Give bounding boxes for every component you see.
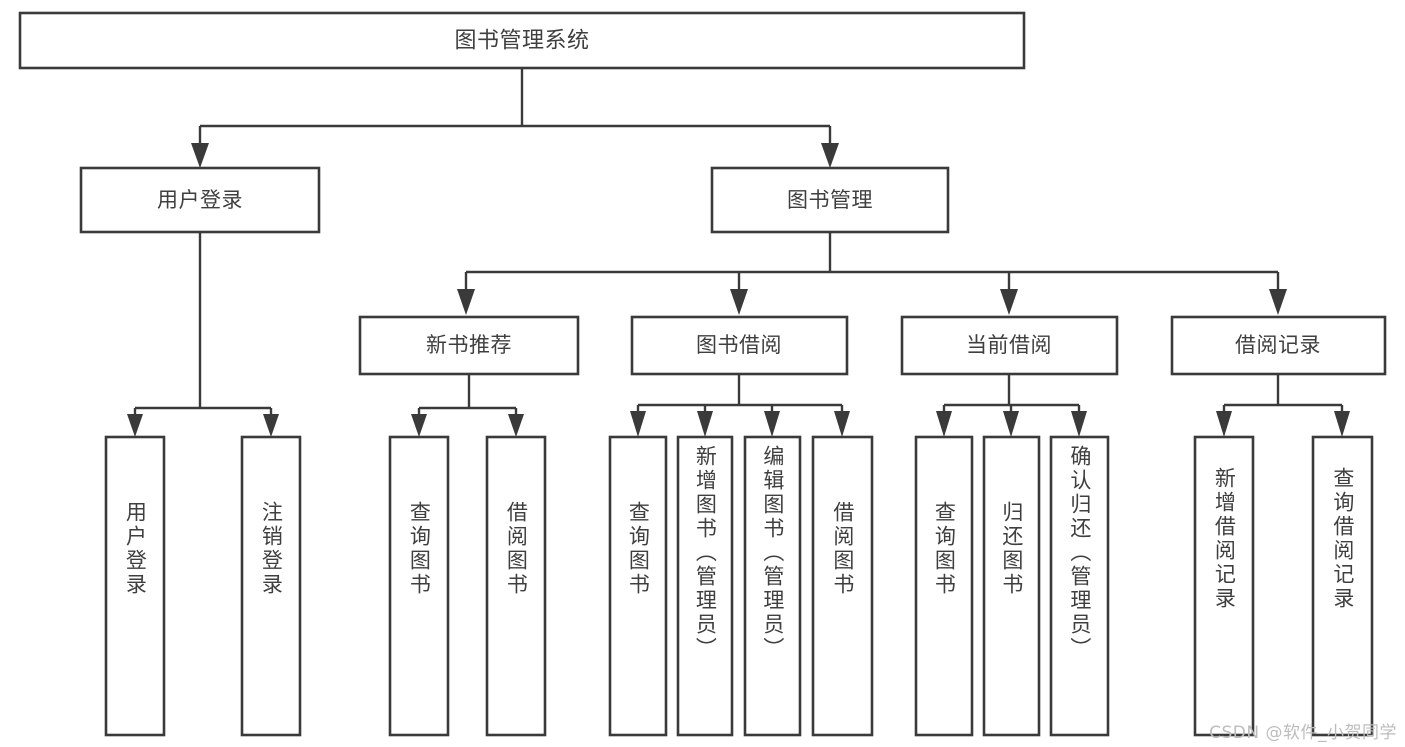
arrow-book-mgmt-to-new-book: [457, 289, 475, 315]
node-root[interactable]: 图书管理系统: [18, 11, 1026, 70]
node-book-borrow-box[interactable]: [630, 315, 849, 376]
node-new-book-recommend-label: 新书推荐: [426, 333, 512, 357]
connector-group-new-book: [411, 374, 524, 437]
node-root-label: 图书管理系统: [454, 29, 589, 54]
connector-group-book-mgmt: [457, 232, 1287, 315]
node-new-book-recommend-box[interactable]: [358, 315, 580, 376]
connector-group-borrow-record: [1216, 374, 1350, 437]
arrow-root-to-book-mgmt: [821, 143, 839, 168]
arrow-current-borrow-leaf2: [1003, 411, 1019, 437]
leaf-box-book-borrow-2[interactable]: [676, 435, 734, 737]
csdn-watermark: CSDN @软件_小贺同学: [1209, 723, 1397, 743]
leaf-box-user-login-2[interactable]: [240, 435, 302, 737]
arrow-user-login-leaf1: [127, 414, 143, 437]
leaf-box-user-login-1[interactable]: [104, 435, 166, 737]
node-book-borrow-label: 图书借阅: [696, 333, 782, 357]
arrow-borrow-record-leaf1: [1216, 411, 1232, 437]
connector-group-root: [191, 68, 839, 168]
node-current-borrow[interactable]: 当前借阅: [900, 315, 1119, 376]
leaf-box-borrow-record-1[interactable]: [1193, 435, 1255, 737]
node-borrow-record-label: 借阅记录: [1235, 333, 1321, 357]
node-root-box[interactable]: [18, 11, 1026, 70]
node-borrow-record-box[interactable]: [1170, 315, 1387, 376]
leaf-box-new-book-2[interactable]: [485, 435, 547, 737]
node-book-borrow[interactable]: 图书借阅: [630, 315, 849, 376]
leaf-box-current-borrow-2[interactable]: [982, 435, 1041, 737]
node-borrow-record[interactable]: 借阅记录: [1170, 315, 1387, 376]
node-user-login-box[interactable]: [79, 166, 321, 234]
node-current-borrow-label: 当前借阅: [966, 333, 1052, 357]
leaf-box-borrow-record-2[interactable]: [1311, 435, 1374, 737]
node-current-borrow-box[interactable]: [900, 315, 1119, 376]
arrow-book-borrow-leaf4: [834, 411, 850, 437]
arrow-book-mgmt-to-current-borrow: [1000, 289, 1018, 315]
arrow-current-borrow-leaf1: [936, 411, 952, 437]
node-book-mgmt[interactable]: 图书管理: [710, 166, 950, 234]
connector-group-user-login: [127, 232, 279, 437]
connector-group-current-borrow: [936, 374, 1087, 437]
arrow-book-borrow-leaf3: [764, 411, 780, 437]
arrow-book-mgmt-to-borrow-record: [1269, 289, 1287, 315]
arrow-new-book-leaf2: [508, 414, 524, 437]
arrow-book-mgmt-to-book-borrow: [730, 289, 748, 315]
node-book-mgmt-box[interactable]: [710, 166, 950, 234]
arrow-new-book-leaf1: [411, 414, 427, 437]
arrow-book-borrow-leaf2: [697, 411, 713, 437]
leaf-box-book-borrow-3[interactable]: [743, 435, 802, 737]
leaf-box-current-borrow-3[interactable]: [1049, 435, 1110, 737]
connector-group-book-borrow: [630, 374, 850, 437]
leaf-box-book-borrow-4[interactable]: [811, 435, 874, 737]
arrow-borrow-record-leaf2: [1334, 411, 1350, 437]
node-book-mgmt-label: 图书管理: [787, 188, 873, 212]
node-new-book-recommend[interactable]: 新书推荐: [358, 315, 580, 376]
leaf-box-new-book-1[interactable]: [388, 435, 450, 737]
arrow-book-borrow-leaf1: [630, 411, 646, 437]
arrow-user-login-leaf2: [263, 414, 279, 437]
arrow-root-to-user-login: [191, 143, 209, 168]
arrow-current-borrow-leaf3: [1071, 411, 1087, 437]
node-user-login-label: 用户登录: [157, 188, 243, 212]
leaf-box-current-borrow-1[interactable]: [914, 435, 974, 737]
leaf-box-book-borrow-1[interactable]: [608, 435, 668, 737]
node-user-login[interactable]: 用户登录: [79, 166, 321, 234]
